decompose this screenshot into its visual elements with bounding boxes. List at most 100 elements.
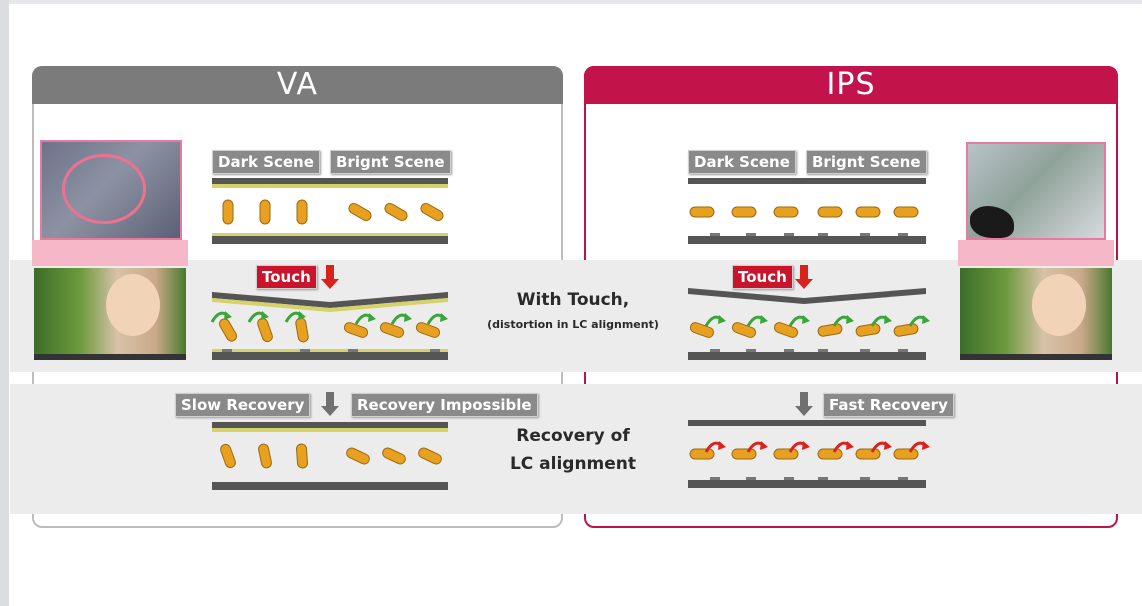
top-substrate	[688, 178, 926, 184]
ips-touch-label: Touch	[732, 265, 793, 289]
ips-touch-arrow-shaft	[800, 265, 808, 279]
va-recovery-impossible-label: Recovery Impossible	[351, 393, 538, 417]
lc-rod	[348, 203, 372, 221]
va-panel-title: VA	[32, 66, 563, 104]
lc-rod	[382, 447, 406, 465]
bent-top-substrate	[212, 292, 448, 308]
va-bright-scene-label: Brignt Scene	[330, 150, 451, 174]
left-border	[0, 0, 9, 606]
baby-face	[106, 274, 160, 336]
top-substrate	[212, 178, 448, 184]
electrode-bump	[222, 349, 232, 352]
lc-rod	[817, 323, 843, 337]
lc-rod	[689, 448, 715, 460]
ips-screen-bar	[960, 354, 1112, 360]
va-slow-recovery-label: Slow Recovery	[175, 393, 311, 417]
electrode-bump	[898, 233, 908, 236]
lc-rod	[258, 443, 272, 469]
lc-rod	[296, 199, 308, 225]
lc-rod	[415, 322, 441, 338]
rotation-arrow-head	[298, 311, 306, 320]
electrode-bump	[300, 349, 310, 352]
lc-rod	[731, 322, 757, 338]
bottom-substrate	[212, 482, 448, 490]
ips-fast-recovery-label: Fast Recovery	[823, 393, 954, 417]
electrode-bump	[860, 477, 870, 480]
electrode-bump	[746, 233, 756, 236]
va-recovery-arrow-head	[321, 406, 339, 416]
electrode-bump	[746, 349, 756, 352]
rotation-arrow-head	[922, 441, 930, 450]
top-substrate	[688, 420, 926, 426]
rotation-arrow-head	[922, 315, 930, 324]
lc-rod	[295, 317, 309, 343]
va-dark-scene-label: Dark Scene	[212, 150, 320, 174]
electrode-bump	[710, 233, 720, 236]
rotation-arrow-head	[846, 441, 854, 450]
rotation-arrow-head	[368, 313, 376, 322]
va-dark-scene-photo	[40, 140, 182, 240]
va-screen-bar	[34, 354, 186, 360]
ips-bright-scene-label: Brignt Scene	[806, 150, 927, 174]
lc-rod	[731, 206, 757, 218]
lc-rod	[893, 448, 919, 460]
lc-rod	[296, 443, 308, 469]
ips-recovery-arrow-head	[795, 406, 813, 416]
top-electrode	[212, 428, 448, 432]
va-pink-strip	[32, 240, 188, 266]
top-border	[0, 0, 1142, 4]
lc-rod	[893, 323, 919, 337]
with-touch-subtitle: (distortion in LC alignment)	[487, 318, 659, 331]
rotation-arrow-head	[802, 441, 810, 450]
electrode-bump	[818, 477, 828, 480]
bottom-substrate	[688, 236, 926, 244]
baby-face	[1032, 274, 1086, 336]
lc-rod	[855, 206, 881, 218]
lc-rod	[817, 448, 843, 460]
lc-rod	[420, 203, 444, 221]
bottom-substrate	[688, 480, 926, 488]
va-touch-label: Touch	[256, 265, 317, 289]
with-touch-band	[10, 260, 1142, 372]
ips-baby-photo	[960, 268, 1112, 354]
bottom-substrate	[212, 236, 448, 244]
lc-rod	[893, 206, 919, 218]
lc-rod	[222, 199, 234, 225]
electrode-bump	[348, 349, 358, 352]
rotation-arrow-head	[846, 315, 854, 324]
electrode-bump	[818, 349, 828, 352]
lc-rod	[689, 206, 715, 218]
lc-rod	[731, 448, 757, 460]
ips-panel-title: IPS	[584, 66, 1118, 104]
lc-rod	[773, 448, 799, 460]
rotation-arrow-head	[760, 315, 768, 324]
lc-rod	[384, 203, 408, 221]
rotation-arrow-head	[261, 311, 269, 320]
ips-recovery-arrow-shaft	[800, 392, 808, 406]
electrode-bump	[818, 233, 828, 236]
ips-pink-strip	[958, 240, 1114, 266]
lc-rod	[418, 447, 442, 465]
ips-touch-arrow-head	[795, 279, 813, 289]
bent-top-substrate	[688, 288, 926, 304]
lc-rod	[855, 448, 881, 460]
electrode-bump	[784, 349, 794, 352]
electrode-bump	[710, 349, 720, 352]
electrode-bump	[710, 477, 720, 480]
rotation-arrow-head	[224, 311, 232, 320]
bottom-electrode	[212, 233, 448, 236]
bent-top-electrode	[212, 298, 448, 312]
lc-rod	[257, 317, 273, 343]
rotation-arrow-head	[718, 441, 726, 450]
electrode-bump	[898, 477, 908, 480]
lc-rod	[817, 206, 843, 218]
top-substrate	[212, 422, 448, 428]
rotation-arrow-head	[440, 313, 448, 322]
electrode-bump	[860, 233, 870, 236]
lc-rod	[259, 199, 271, 225]
va-touch-arrow-head	[321, 279, 339, 289]
rotation-arrow-head	[404, 313, 412, 322]
rotation-arrow-head	[802, 315, 810, 324]
dark-blob	[970, 206, 1014, 238]
